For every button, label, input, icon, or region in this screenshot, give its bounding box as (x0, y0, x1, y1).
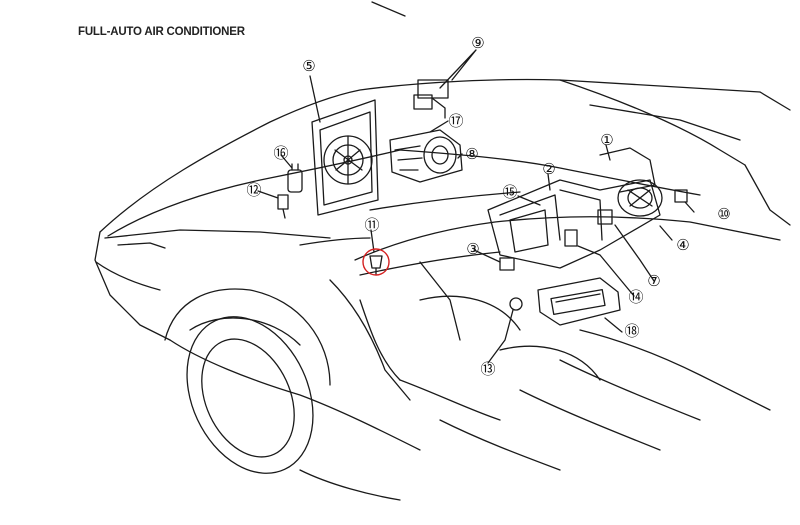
callout-8: ⑧ (465, 145, 478, 163)
diagram-title: FULL-AUTO AIR CONDITIONER (78, 26, 245, 38)
callout-labels: ① ② ③ ④ ⑤ ⑦ ⑧ ⑨ ⑩ ⑪ ⑫ ⑬ ⑭ ⑮ ⑯ ⑰ ⑱ (246, 34, 730, 378)
callout-11: ⑪ (364, 216, 379, 234)
callout-17: ⑰ (448, 112, 463, 130)
callout-18: ⑱ (624, 322, 639, 340)
pressure-switch-component (413, 79, 449, 119)
callout-15: ⑮ (502, 183, 517, 201)
callout-10: ⑩ (717, 205, 730, 223)
receiver-drier-component (287, 163, 303, 193)
callout-14: ⑭ (628, 288, 643, 306)
highlight-circle-sensor-11 (362, 248, 390, 276)
callout-2: ② (542, 160, 555, 178)
sensor-11-component (369, 255, 383, 275)
sensor-12-component (277, 194, 289, 219)
stray-line (371, 1, 406, 17)
callout-16: ⑯ (273, 144, 288, 162)
callout-13: ⑬ (480, 360, 495, 378)
callout-1: ① (600, 131, 613, 149)
callout-5: ⑤ (302, 57, 315, 75)
callout-12: ⑫ (246, 181, 261, 199)
compressor-component (389, 129, 463, 183)
callout-4: ④ (676, 236, 689, 254)
car-body-outline (94, 78, 791, 501)
callout-3: ③ (466, 240, 479, 258)
climate-control-panel-component (537, 277, 621, 326)
callout-7: ⑦ (647, 272, 660, 290)
callout-9: ⑨ (471, 34, 484, 52)
condenser-component (311, 99, 379, 216)
front-wheel (164, 288, 331, 474)
hvac-unit-component (487, 147, 688, 311)
leader-lines (257, 49, 695, 364)
